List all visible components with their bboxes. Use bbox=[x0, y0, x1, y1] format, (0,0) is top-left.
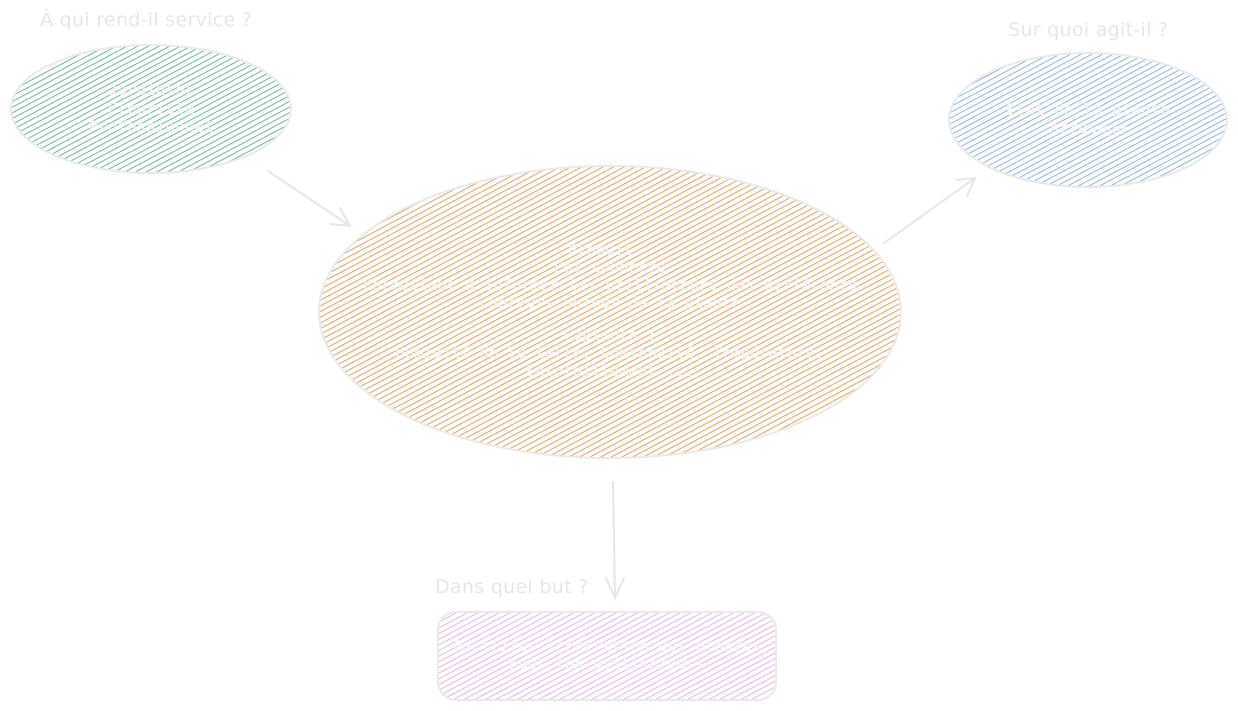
goal-label: Faciliter l'entretien des plantes pour l… bbox=[440, 632, 774, 680]
product-label: Produit : Pot connecté Permettant d'info… bbox=[330, 205, 890, 417]
product-sensors-title: Capteurs : bbox=[563, 325, 657, 344]
goal-line-1: Faciliter l'entretien des plantes bbox=[453, 637, 761, 656]
question-why: Dans quel but ? bbox=[435, 576, 589, 598]
arrow-product-to-acts-on bbox=[883, 176, 977, 244]
product-sensors-line-2: Ensoleillement ... bbox=[526, 361, 694, 380]
arrow-users-to-product bbox=[267, 170, 352, 228]
goal-box bbox=[437, 611, 777, 701]
acts-on-line-1: État de la plante bbox=[1006, 99, 1170, 119]
goal-line-2: pour les utilisateurs bbox=[509, 655, 705, 673]
product-name: Pot connecté bbox=[554, 258, 666, 277]
product-sensors-line-1: Humidité de la terre, Luminosité, Tempér… bbox=[395, 343, 825, 362]
acts-on-line-2: Arrosage bbox=[1049, 118, 1127, 137]
acts-on-label: État de la plante Arrosage bbox=[978, 94, 1198, 144]
product-description-line-2: capteurs autour de la plante bbox=[479, 294, 741, 313]
question-what: Sur quoi agit-il ? bbox=[1008, 19, 1169, 41]
users-label: Jardinier Fleuriste Professionnel bbox=[51, 70, 251, 148]
users-ellipse bbox=[10, 44, 292, 174]
product-description-line-1: Permettant d'informer les utilisateurs d… bbox=[362, 276, 858, 295]
users-line-1: Jardinier bbox=[107, 80, 195, 100]
product-ellipse bbox=[318, 165, 902, 459]
question-who: À qui rend-il service ? bbox=[40, 9, 253, 31]
product-title: Produit : bbox=[568, 240, 652, 259]
acts-on-ellipse bbox=[948, 52, 1228, 188]
users-line-2: Fleuriste bbox=[107, 98, 195, 118]
arrow-product-to-goal bbox=[605, 481, 625, 601]
users-line-3: Professionnel bbox=[88, 117, 214, 137]
